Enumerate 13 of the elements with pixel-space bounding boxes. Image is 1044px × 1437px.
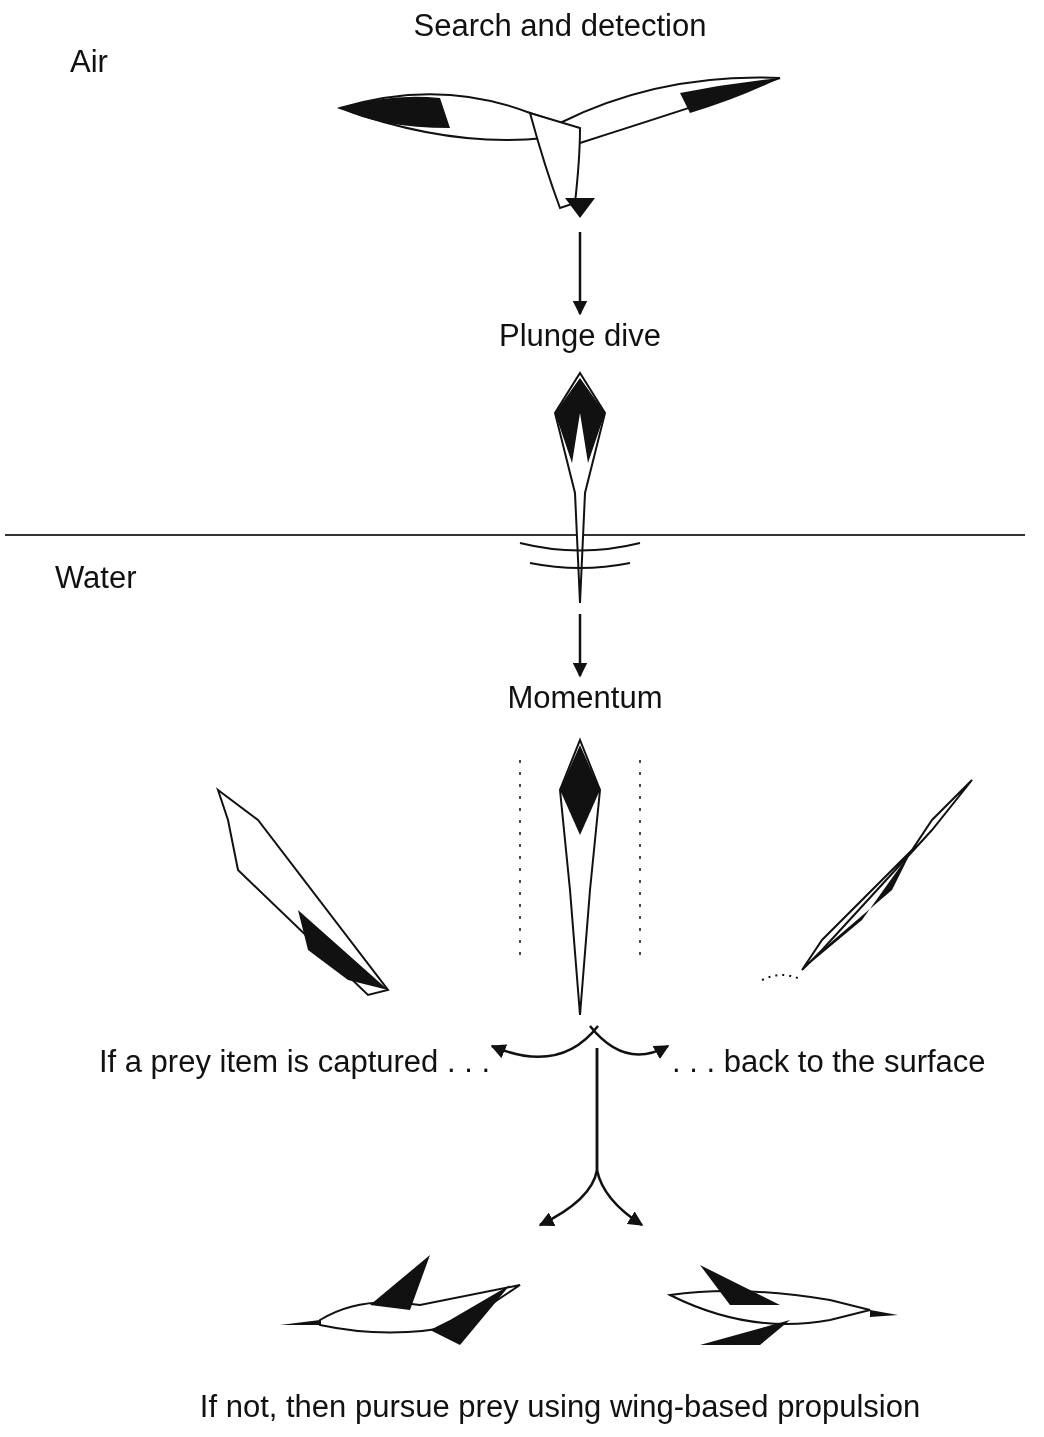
stage-label: Search and detection [412,8,708,44]
arrow [572,232,588,316]
stage-label: Momentum [506,680,664,716]
stage-label: . . . back to the surface [672,1044,987,1080]
arrow [595,1048,644,1227]
medium-label: Air [70,44,108,80]
arrow [490,1025,599,1058]
stage-label: If a prey item is captured . . . [97,1044,490,1080]
medium-label: Water [55,560,137,596]
stage-label: If not, then pursue prey using wing-based propulsion [198,1389,922,1425]
arrow [589,1025,670,1059]
stage-label: Plunge dive [498,318,662,354]
arrow [572,614,588,678]
